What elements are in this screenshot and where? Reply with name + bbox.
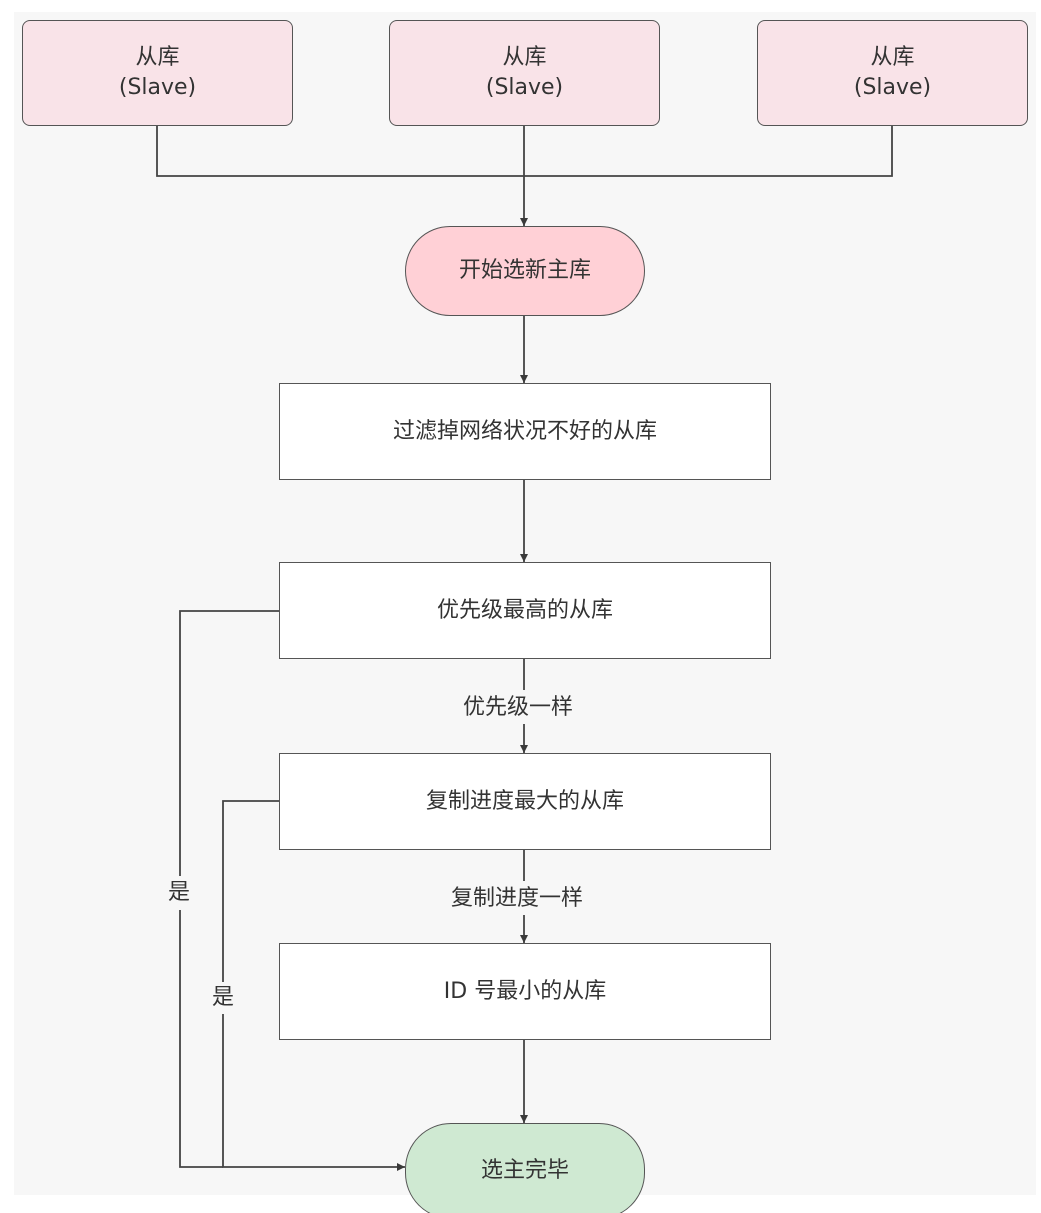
priority-step-label: 优先级最高的从库 xyxy=(436,597,613,623)
filter-step: 过滤掉网络状况不好的从库 xyxy=(279,383,771,480)
slave-1-connector xyxy=(156,126,524,177)
filter-step-label: 过滤掉网络状况不好的从库 xyxy=(392,418,657,444)
slave-1-name: 从库 xyxy=(135,45,180,71)
priority-yes-connector-bottom xyxy=(179,910,223,1168)
slave-node-1: 从库 (Slave) xyxy=(22,20,293,126)
id-step: ID 号最小的从库 xyxy=(279,943,771,1040)
priority-yes-edge-label: 是 xyxy=(168,880,191,905)
offset-yes-connector-top xyxy=(222,800,279,982)
slave-3-name: 从库 xyxy=(870,45,915,71)
slave-node-3: 从库 (Slave) xyxy=(757,20,1028,126)
end-node-label: 选主完毕 xyxy=(480,1158,569,1184)
priority-same-edge-label: 优先级一样 xyxy=(463,695,574,720)
id-step-label: ID 号最小的从库 xyxy=(443,978,607,1004)
priority-yes-connector-top xyxy=(179,610,279,876)
slave-2-role: (Slave) xyxy=(485,75,564,100)
slave-3-connector xyxy=(524,126,893,177)
offset-same-edge-label: 复制进度一样 xyxy=(451,886,584,911)
slave-1-role: (Slave) xyxy=(118,75,197,100)
start-node-label: 开始选新主库 xyxy=(458,258,591,284)
start-node: 开始选新主库 xyxy=(405,226,645,316)
slave-3-role: (Slave) xyxy=(853,75,932,100)
offset-step: 复制进度最大的从库 xyxy=(279,753,771,850)
offset-yes-edge-label: 是 xyxy=(212,985,235,1010)
priority-step: 优先级最高的从库 xyxy=(279,562,771,659)
offset-step-label: 复制进度最大的从库 xyxy=(425,788,624,814)
end-node: 选主完毕 xyxy=(405,1123,645,1213)
slave-node-2: 从库 (Slave) xyxy=(389,20,660,126)
slave-2-name: 从库 xyxy=(502,45,547,71)
offset-yes-connector-bottom xyxy=(222,1014,405,1171)
